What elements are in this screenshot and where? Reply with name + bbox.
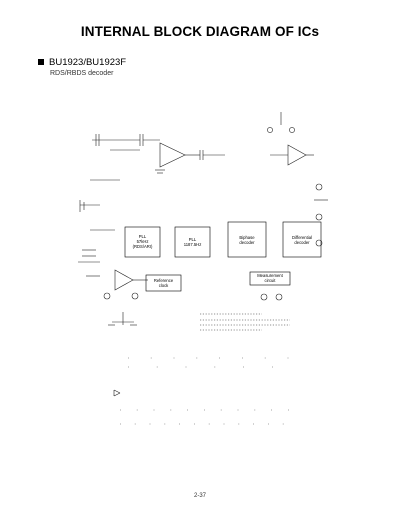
biphase-block	[227, 221, 267, 258]
measurement-block	[249, 271, 291, 286]
pll-1187-label: PLL 1187.5Hz	[183, 237, 202, 247]
differential-decoder-label: Differential decoder	[292, 235, 312, 245]
part-number-heading: BU1923/BU1923F	[38, 57, 126, 68]
bullet-square-icon	[38, 59, 44, 65]
part-number: BU1923/BU1923F	[49, 57, 127, 68]
biphase-decoder-label: Biphase decoder	[239, 235, 255, 245]
differential-block	[282, 221, 322, 258]
reference-clock-label: Reference clock	[153, 278, 174, 288]
page-number: 2-37	[193, 493, 206, 499]
page-title: INTERNAL BLOCK DIAGRAM OF ICs	[80, 24, 320, 39]
part-description: RDS/RBDS decoder	[50, 70, 114, 77]
comparator-triangle	[287, 144, 307, 166]
measurement-circuit-label: Measurement circuit	[257, 273, 283, 283]
pll-1187-block	[174, 226, 211, 258]
amplifier-triangle	[159, 142, 186, 168]
pll-57khz-block	[124, 226, 161, 258]
reference-clock-block	[145, 274, 182, 292]
pll-57khz-label: PLL 57kHz (RDS/ARI)	[132, 234, 153, 249]
buffer-triangle	[114, 269, 134, 291]
